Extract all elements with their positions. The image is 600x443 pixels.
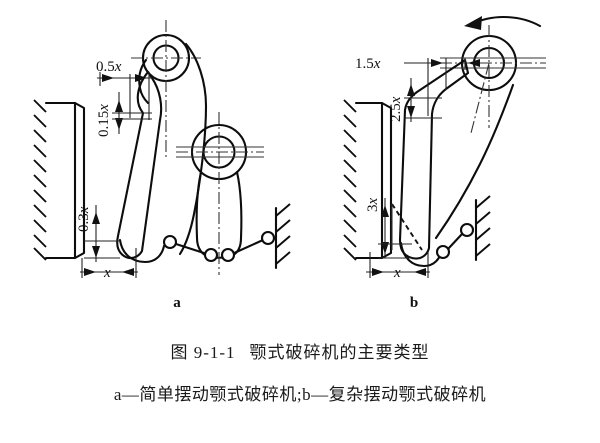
panel-a: 0.5x 0.15x 0.3x x a [33,20,291,311]
panel-b: 1.5x 2.5x 3x x b [343,15,546,311]
dimension-a-0.5x [97,72,152,120]
dimension-b-2.5x [404,78,442,122]
panel-label-a: a [173,295,181,311]
connecting-rod-a [176,112,264,275]
dimension-label-a-0.3x: 0.3x [76,206,92,232]
panel-label-b: b [410,295,418,311]
toggle-linkage-b [399,222,475,268]
moving-jaw-b [398,58,470,260]
eccentric-shaft-b [440,25,546,128]
caption-line-1: 图 9-1-1 颚式破碎机的主要类型 [0,340,600,366]
dimension-label-b-1.5x: 1.5x [355,56,381,72]
figure-caption: 图 9-1-1 颚式破碎机的主要类型 a—简单摆动颚式破碎机;b—复杂摆动颚式破碎… [0,340,600,408]
rear-support-a [274,203,291,270]
dimension-label-a-x: x [103,265,111,281]
dimension-label-a-0.15x: 0.15x [96,104,112,137]
pitman-body-b [434,62,515,240]
wall-hatching-a [33,99,47,261]
dimension-label-b-2.5x: 2.5x [388,96,404,122]
moving-jaw-a [116,70,163,260]
figure-title: 颚式破碎机的主要类型 [249,343,430,362]
rear-support-b [474,195,491,262]
dimension-label-b-3x: 3x [365,198,381,213]
caption-line-2: a—简单摆动颚式破碎机;b—复杂摆动颚式破碎机 [113,385,487,404]
dimension-b-3x [378,198,423,259]
dimension-a-x [80,248,138,278]
dimension-b-x [366,252,430,278]
eccentric-shaft-a [131,20,201,160]
dimension-label-a-0.5x: 0.5x [96,59,122,75]
dimension-a-0.15x [112,92,152,134]
dimension-label-b-x: x [393,265,401,281]
wall-hatching-b [343,99,357,261]
fixed-wall-b [343,99,393,261]
dimension-b-1.5x [404,58,480,116]
figure-number: 图 9-1-1 [170,343,236,362]
dimension-a-0.3x [84,205,120,262]
fixed-wall-a [33,99,86,261]
toggle-linkage-a [118,230,276,264]
rotation-arrow-b [464,15,542,30]
